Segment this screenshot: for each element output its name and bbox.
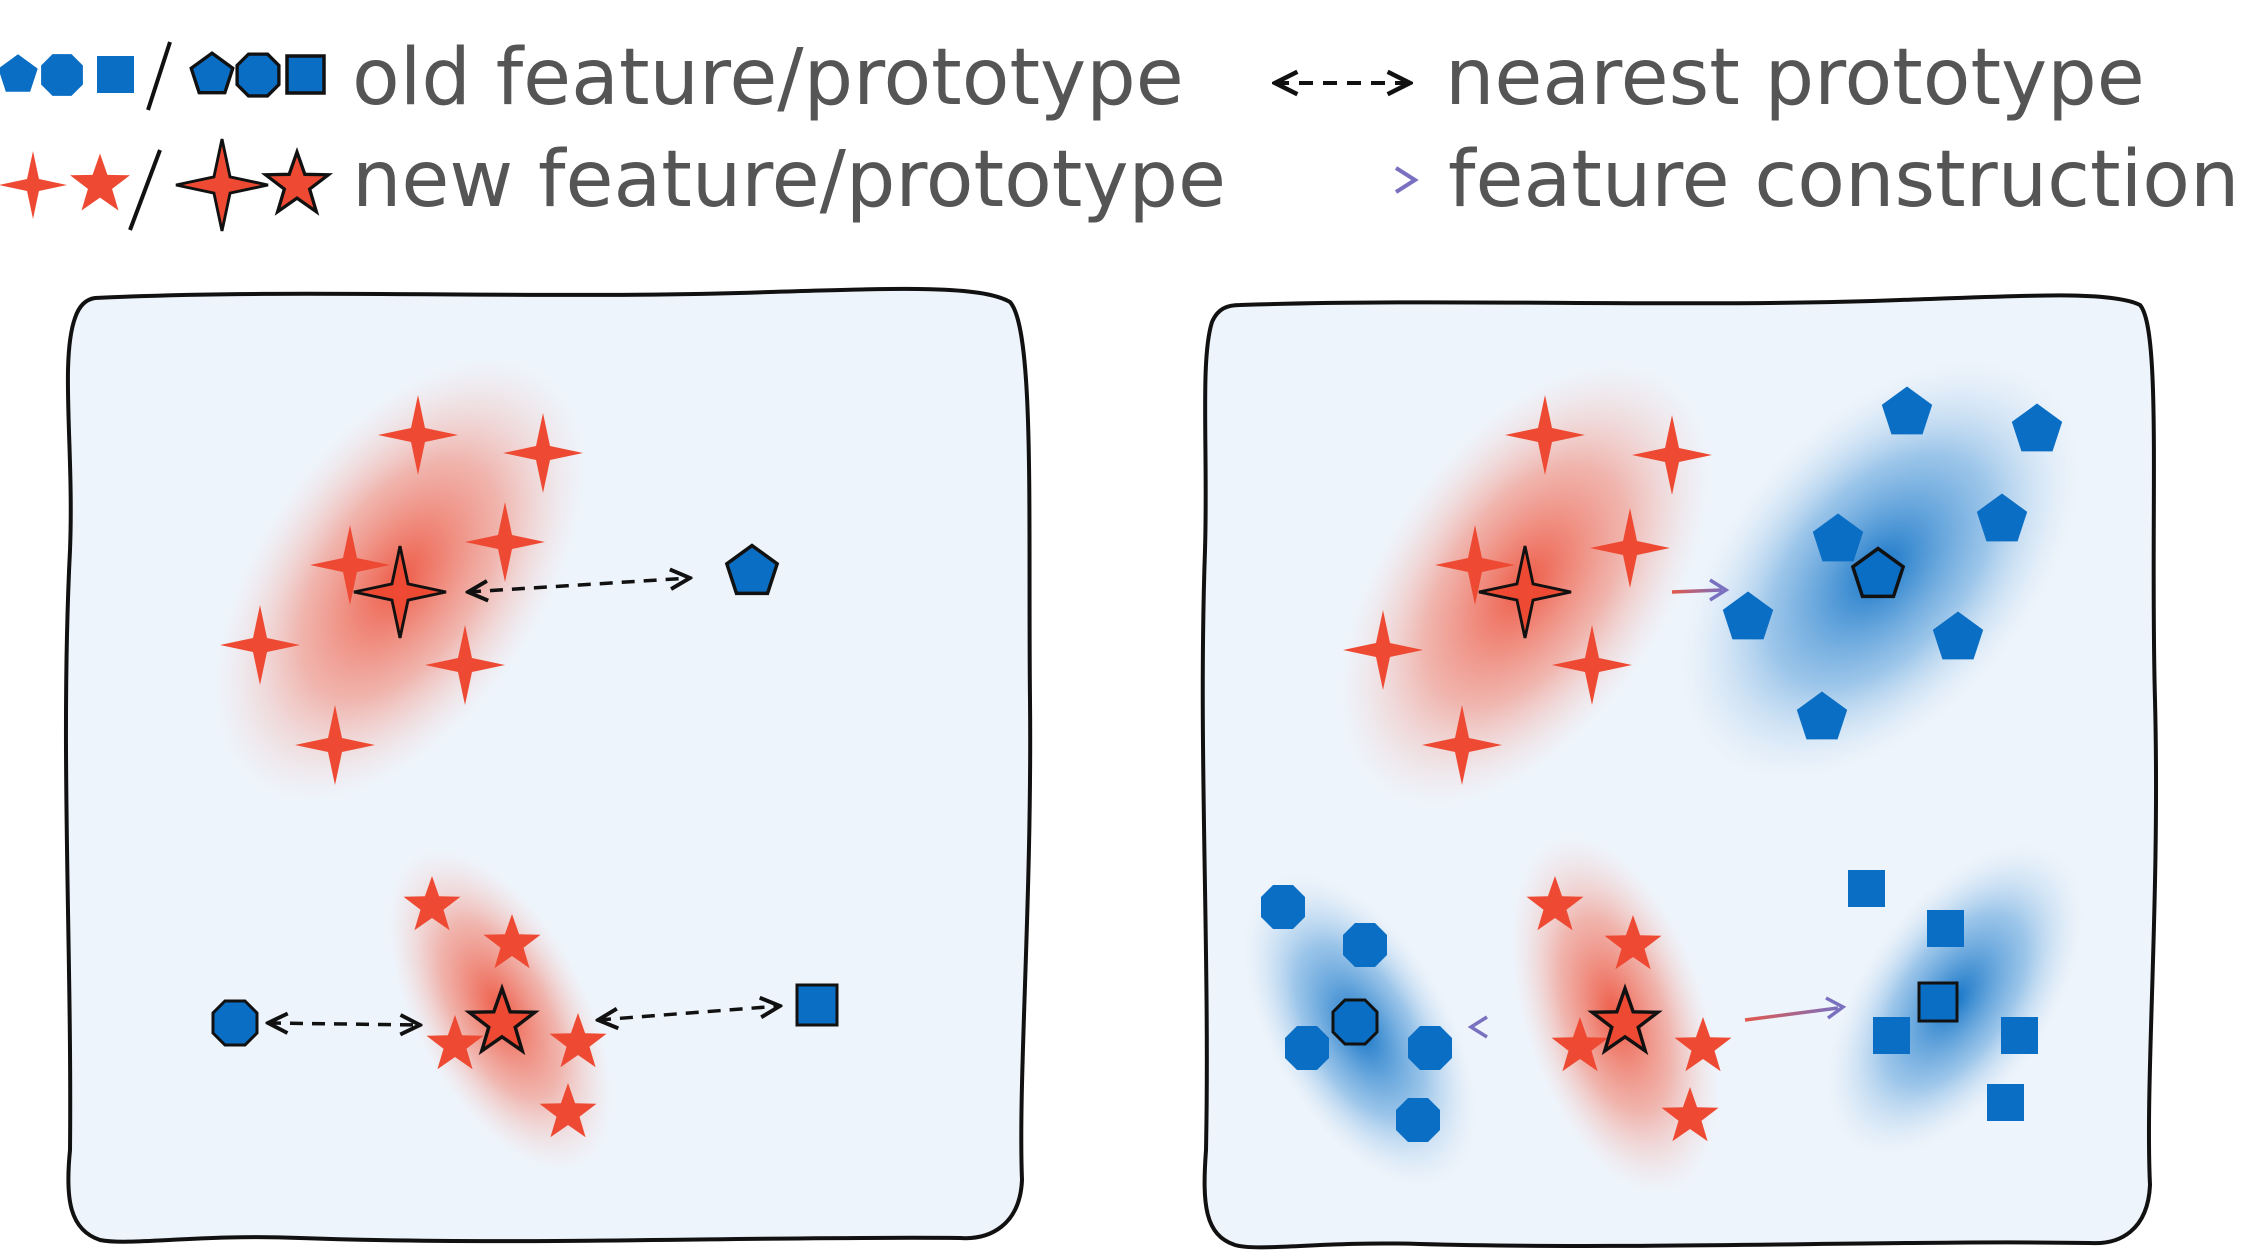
legend: old feature/prototype new feature/protot…	[0, 33, 2239, 233]
new-feature-4star-icon	[0, 151, 67, 219]
construction-arrow-octagon-icon	[1467, 1015, 1488, 1039]
old-feature-square-icon	[97, 56, 134, 93]
nearest-arrows	[268, 578, 780, 1025]
old-feature-square-icon	[1927, 910, 1964, 947]
old-feature-octagon-icon	[1261, 885, 1305, 929]
old-feature-square-icon	[1873, 1017, 1910, 1054]
nearest-arrow-octagon	[268, 1023, 420, 1025]
old-prototype-square-icon	[795, 983, 839, 1027]
nearest-arrow-top	[468, 578, 690, 592]
old-prototype-square-icon	[1917, 981, 1959, 1023]
old-prototype-square-icon	[285, 54, 326, 95]
left-panel	[63, 286, 1033, 1244]
legend-slash	[146, 41, 172, 111]
old-feature-octagon-icon	[1396, 1098, 1440, 1142]
old-prototype-octagon-icon	[235, 52, 281, 98]
old-prototype-octagon-icon	[211, 999, 259, 1047]
old-prototype-octagon-icon	[1331, 998, 1379, 1046]
old-feature-octagon-icon	[1343, 923, 1387, 967]
legend-new-symbols	[0, 137, 331, 233]
construction-arrow-pentagon-line	[1671, 588, 1723, 594]
old-prototype-pentagon-icon	[189, 51, 235, 95]
old-feature-octagon-icon	[41, 54, 83, 96]
old-feature-octagon-icon	[1408, 1026, 1452, 1070]
construction-arrow-pentagon-icon	[1709, 578, 1730, 602]
right-panel	[1200, 293, 2159, 1250]
old-feature-pentagon-icon	[0, 54, 38, 92]
legend-construction-label: feature construction	[1448, 135, 2239, 225]
old-features-square	[1848, 870, 2038, 1121]
legend-slash-2	[128, 149, 162, 231]
old-feature-octagon-icon	[1285, 1026, 1329, 1070]
legend-old-symbols	[0, 41, 326, 111]
legend-new-label: new feature/prototype	[352, 135, 1226, 225]
new-prototype-5star-icon	[263, 150, 331, 214]
new-feature-5star-icon	[70, 153, 130, 211]
construction-arrow-square-line	[1744, 1006, 1839, 1022]
old-feature-square-icon	[2001, 1017, 2038, 1054]
new-prototype-4star-icon	[174, 137, 270, 233]
legend-construction-arrow-icon	[1394, 166, 1419, 194]
construction-arrows	[1467, 578, 1847, 1039]
legend-nearest-label: nearest prototype	[1445, 33, 2145, 123]
old-feature-square-icon	[1848, 870, 1885, 907]
old-feature-square-icon	[1987, 1084, 2024, 1121]
nearest-arrow-square	[598, 1006, 780, 1020]
construction-arrow-square-icon	[1825, 996, 1847, 1020]
legend-old-label: old feature/prototype	[352, 33, 1184, 123]
